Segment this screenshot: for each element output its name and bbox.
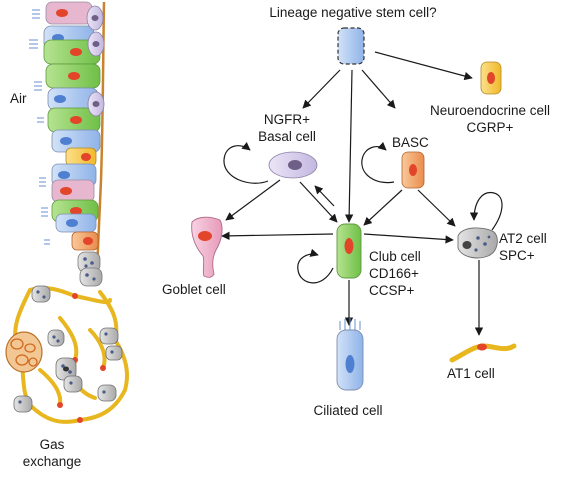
at2-cell-label: AT2 cell SPC+ [499,231,547,263]
gas-exchange-label: Gas exchange [22,437,82,469]
arrow-stem-to-neuroendocrine [374,51,473,81]
goblet-cell-label: Goblet cell [162,282,226,297]
loop-basc-self-renewal [361,141,395,184]
club-cell-label: Club cell CD166+ CCSP+ [369,249,421,298]
arrow-stem-to-basal [302,69,341,109]
basc-node [401,151,425,189]
arrow-stem-to-basc [361,69,396,109]
stem-cell-label: Lineage negative stem cell? [269,5,437,20]
lineage-arrows [221,51,503,336]
at1-cell-label: AT1 cell [447,366,495,381]
loop-club-self-renewal [297,248,334,284]
epithelial-cells [43,1,105,287]
ciliated-cell-label: Ciliated cell [313,403,383,418]
neuroendocrine-cell-label: Neuroendocrine cell CGRP+ [429,103,551,135]
at1-cell-node [449,343,517,363]
club-cell-node [336,223,362,279]
neuroendocrine-cell-node [480,61,502,95]
basc-label: BASC [392,135,429,150]
arrow-club-to-at2 [363,233,454,244]
loop-basal-self-renewal [223,142,269,184]
arrow-basc-to-at2 [417,189,456,227]
at2-cell-node [457,227,498,259]
alveoli-cluster [5,285,129,424]
basal-cell-node [268,151,318,179]
arrow-basal-to-club [299,181,338,223]
arrow-club-to-basal [314,185,335,207]
arrow-basal-to-goblet [225,179,281,221]
basal-cell-label: NGFR+ Basal cell [258,112,316,144]
cilia [29,9,50,245]
airway-epithelium [29,1,106,287]
goblet-cell-node [191,216,223,278]
arrow-club-to-goblet [221,231,334,241]
loop-at2-self-renewal [469,191,503,231]
arrow-stem-to-club [344,69,354,223]
air-label: Air [10,91,27,106]
arrow-basc-to-club [363,189,403,226]
alveolar-macrophage [5,331,43,373]
stem-cell-node [337,27,365,65]
ciliated-cell-node [336,318,364,391]
